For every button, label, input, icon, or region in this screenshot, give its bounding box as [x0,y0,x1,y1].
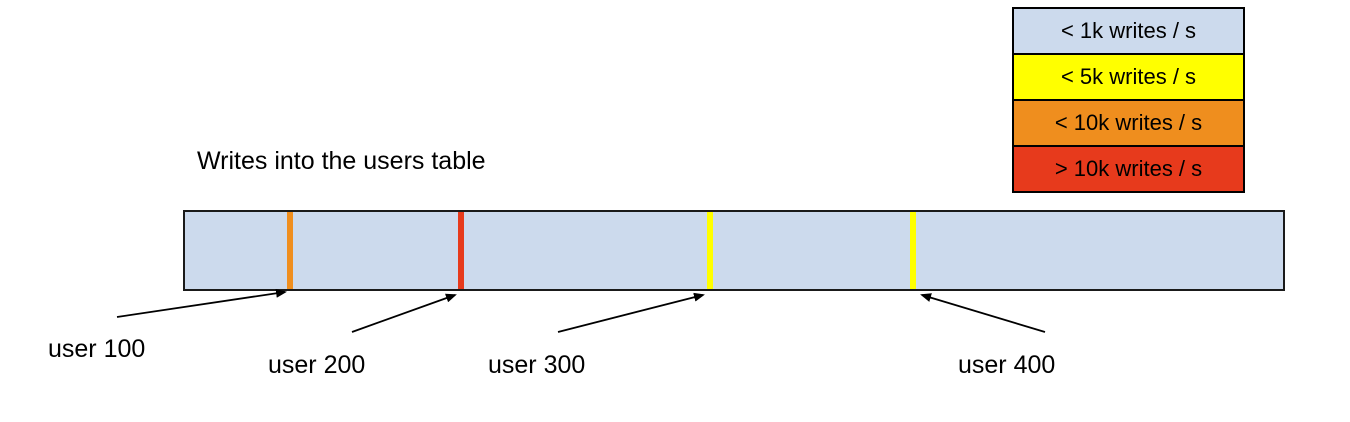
arrow-user-200 [351,293,457,333]
legend-item-label: < 10k writes / s [1054,110,1203,135]
users-table-bar [183,210,1285,291]
write-rate-legend: < 1k writes / s < 5k writes / s < 10k wr… [1012,7,1245,193]
label-user-200: user 200 [268,351,366,379]
arrow-user-100 [116,288,287,318]
legend-item-label: < 5k writes / s [1060,64,1197,89]
legend-item-label: > 10k writes / s [1054,156,1203,181]
legend-item-lt-1k: < 1k writes / s [1012,7,1245,55]
legend-item-label: < 1k writes / s [1060,18,1197,43]
legend-item-lt-5k: < 5k writes / s [1012,53,1245,101]
legend-item-lt-10k: < 10k writes / s [1012,99,1245,147]
write-marker-user-300 [706,212,713,289]
write-marker-user-400 [909,212,916,289]
label-user-100: user 100 [48,335,146,363]
write-marker-user-100 [287,212,294,289]
legend-item-gt-10k: > 10k writes / s [1012,145,1245,193]
label-user-300: user 300 [488,351,586,379]
arrow-user-400 [920,293,1046,333]
label-user-400: user 400 [958,351,1056,379]
write-marker-user-200 [457,212,464,289]
diagram-title: Writes into the users table [197,147,486,175]
arrow-user-300 [557,292,705,333]
